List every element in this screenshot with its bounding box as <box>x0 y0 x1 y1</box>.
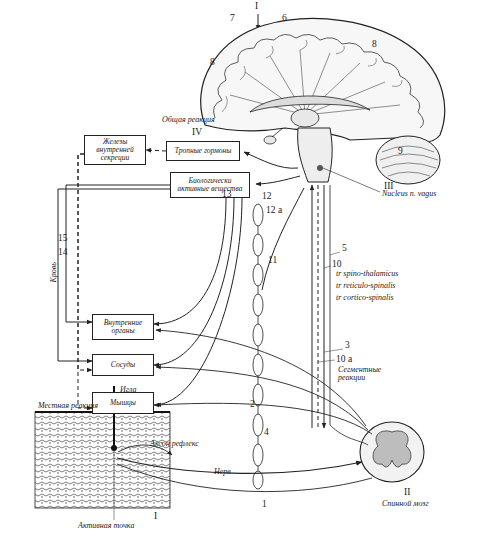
grey-matter <box>373 431 411 467</box>
box-text: Биологически активные вещества <box>173 177 247 193</box>
reticulospinal-tract <box>318 185 319 428</box>
spinothalamic-tract <box>312 185 313 428</box>
annotation: Игла <box>120 386 136 394</box>
callout-number: 3 <box>345 341 350 351</box>
connector <box>154 198 234 365</box>
callout-number: 9 <box>398 147 403 157</box>
pathway-11 <box>262 188 304 290</box>
pathway-13 <box>244 152 298 168</box>
callout-number: 8 <box>372 40 377 50</box>
annotation: tr cortico-spinalis <box>336 294 394 302</box>
connector <box>154 198 242 405</box>
connector <box>66 185 170 322</box>
annotation: Аксон рефлекс <box>150 440 199 448</box>
callout-number: I <box>154 512 157 522</box>
pituitary <box>264 136 276 144</box>
spinal-cord <box>360 422 424 482</box>
cerebellum-folia <box>380 146 438 176</box>
corticospinal-tract <box>324 185 325 428</box>
process-box: Сосуды <box>92 354 154 376</box>
callout-number: 5 <box>342 244 347 254</box>
annotation: tr reticulo-spinalis <box>336 282 395 290</box>
gyri <box>214 34 424 128</box>
callout-number: 2 <box>250 400 255 410</box>
annotation: Нерв <box>214 468 231 476</box>
box-text: Железы внутренней секреции <box>87 138 143 162</box>
leader-line <box>323 168 380 192</box>
callout-number: IV <box>192 128 202 138</box>
annotation: Сегментные реакции <box>338 366 390 382</box>
thalamus <box>291 109 319 127</box>
process-box: Биологически активные вещества <box>170 172 250 198</box>
connector <box>146 150 166 151</box>
vagus-nucleus <box>317 165 323 171</box>
callout-number: 8 <box>210 58 215 68</box>
callout-number: 4 <box>264 428 269 438</box>
leader-line <box>114 450 115 520</box>
box-text: Мышцы <box>110 399 136 407</box>
callout-number: 13 <box>222 190 232 200</box>
brainstem <box>298 128 333 182</box>
callout-number: 6 <box>282 14 287 24</box>
callout-number: II <box>404 488 410 498</box>
annotation: tr spino-thalamicus <box>336 270 398 278</box>
callout-number: I <box>255 2 258 12</box>
box-text: Внутренние органы <box>95 319 151 335</box>
connector <box>78 154 92 408</box>
annotation: Nucleus n. vagus <box>382 190 436 198</box>
process-box: Внутренние органы <box>92 314 154 340</box>
pathway-12 <box>256 176 300 184</box>
annotation: Местная реакция <box>38 402 98 410</box>
nerve-1 <box>117 464 372 492</box>
annotation: Активная точка <box>78 522 134 530</box>
process-box: Тропные гормоны <box>166 141 240 161</box>
sulci <box>222 40 402 112</box>
callout-number: 15 <box>58 234 68 244</box>
callout-number: 12 <box>262 192 272 202</box>
callout-number: 7 <box>230 14 235 24</box>
cerebellum <box>376 136 440 184</box>
afferent-nerve <box>117 458 362 473</box>
sympathetic-chain <box>253 204 263 489</box>
callout-number: 14 <box>58 248 68 258</box>
callout-number: 1 <box>262 500 267 510</box>
connector <box>154 198 226 324</box>
segmental-pathways <box>156 330 372 434</box>
cerebrum <box>201 19 445 143</box>
connector <box>78 154 92 370</box>
skin-tissue <box>35 412 170 508</box>
callout-number: 10 a <box>336 355 352 365</box>
radiation-fibres <box>230 50 400 115</box>
leader-lines <box>318 252 343 362</box>
box-text: Сосуды <box>111 361 135 369</box>
callout-number: 11 <box>268 256 277 266</box>
callout-number: 12 a <box>266 206 282 216</box>
process-box: Мышцы <box>92 392 154 414</box>
process-box: Железы внутренней секреции <box>84 135 146 165</box>
annotation: Спинной мозг <box>382 500 429 508</box>
annotation: Общая реакция <box>162 116 215 124</box>
annotation: Кровь <box>50 262 58 282</box>
callout-number: 10 <box>332 260 342 270</box>
connector <box>58 189 170 361</box>
pituitary-stalk <box>272 128 283 137</box>
box-text: Тропные гормоны <box>175 147 232 155</box>
